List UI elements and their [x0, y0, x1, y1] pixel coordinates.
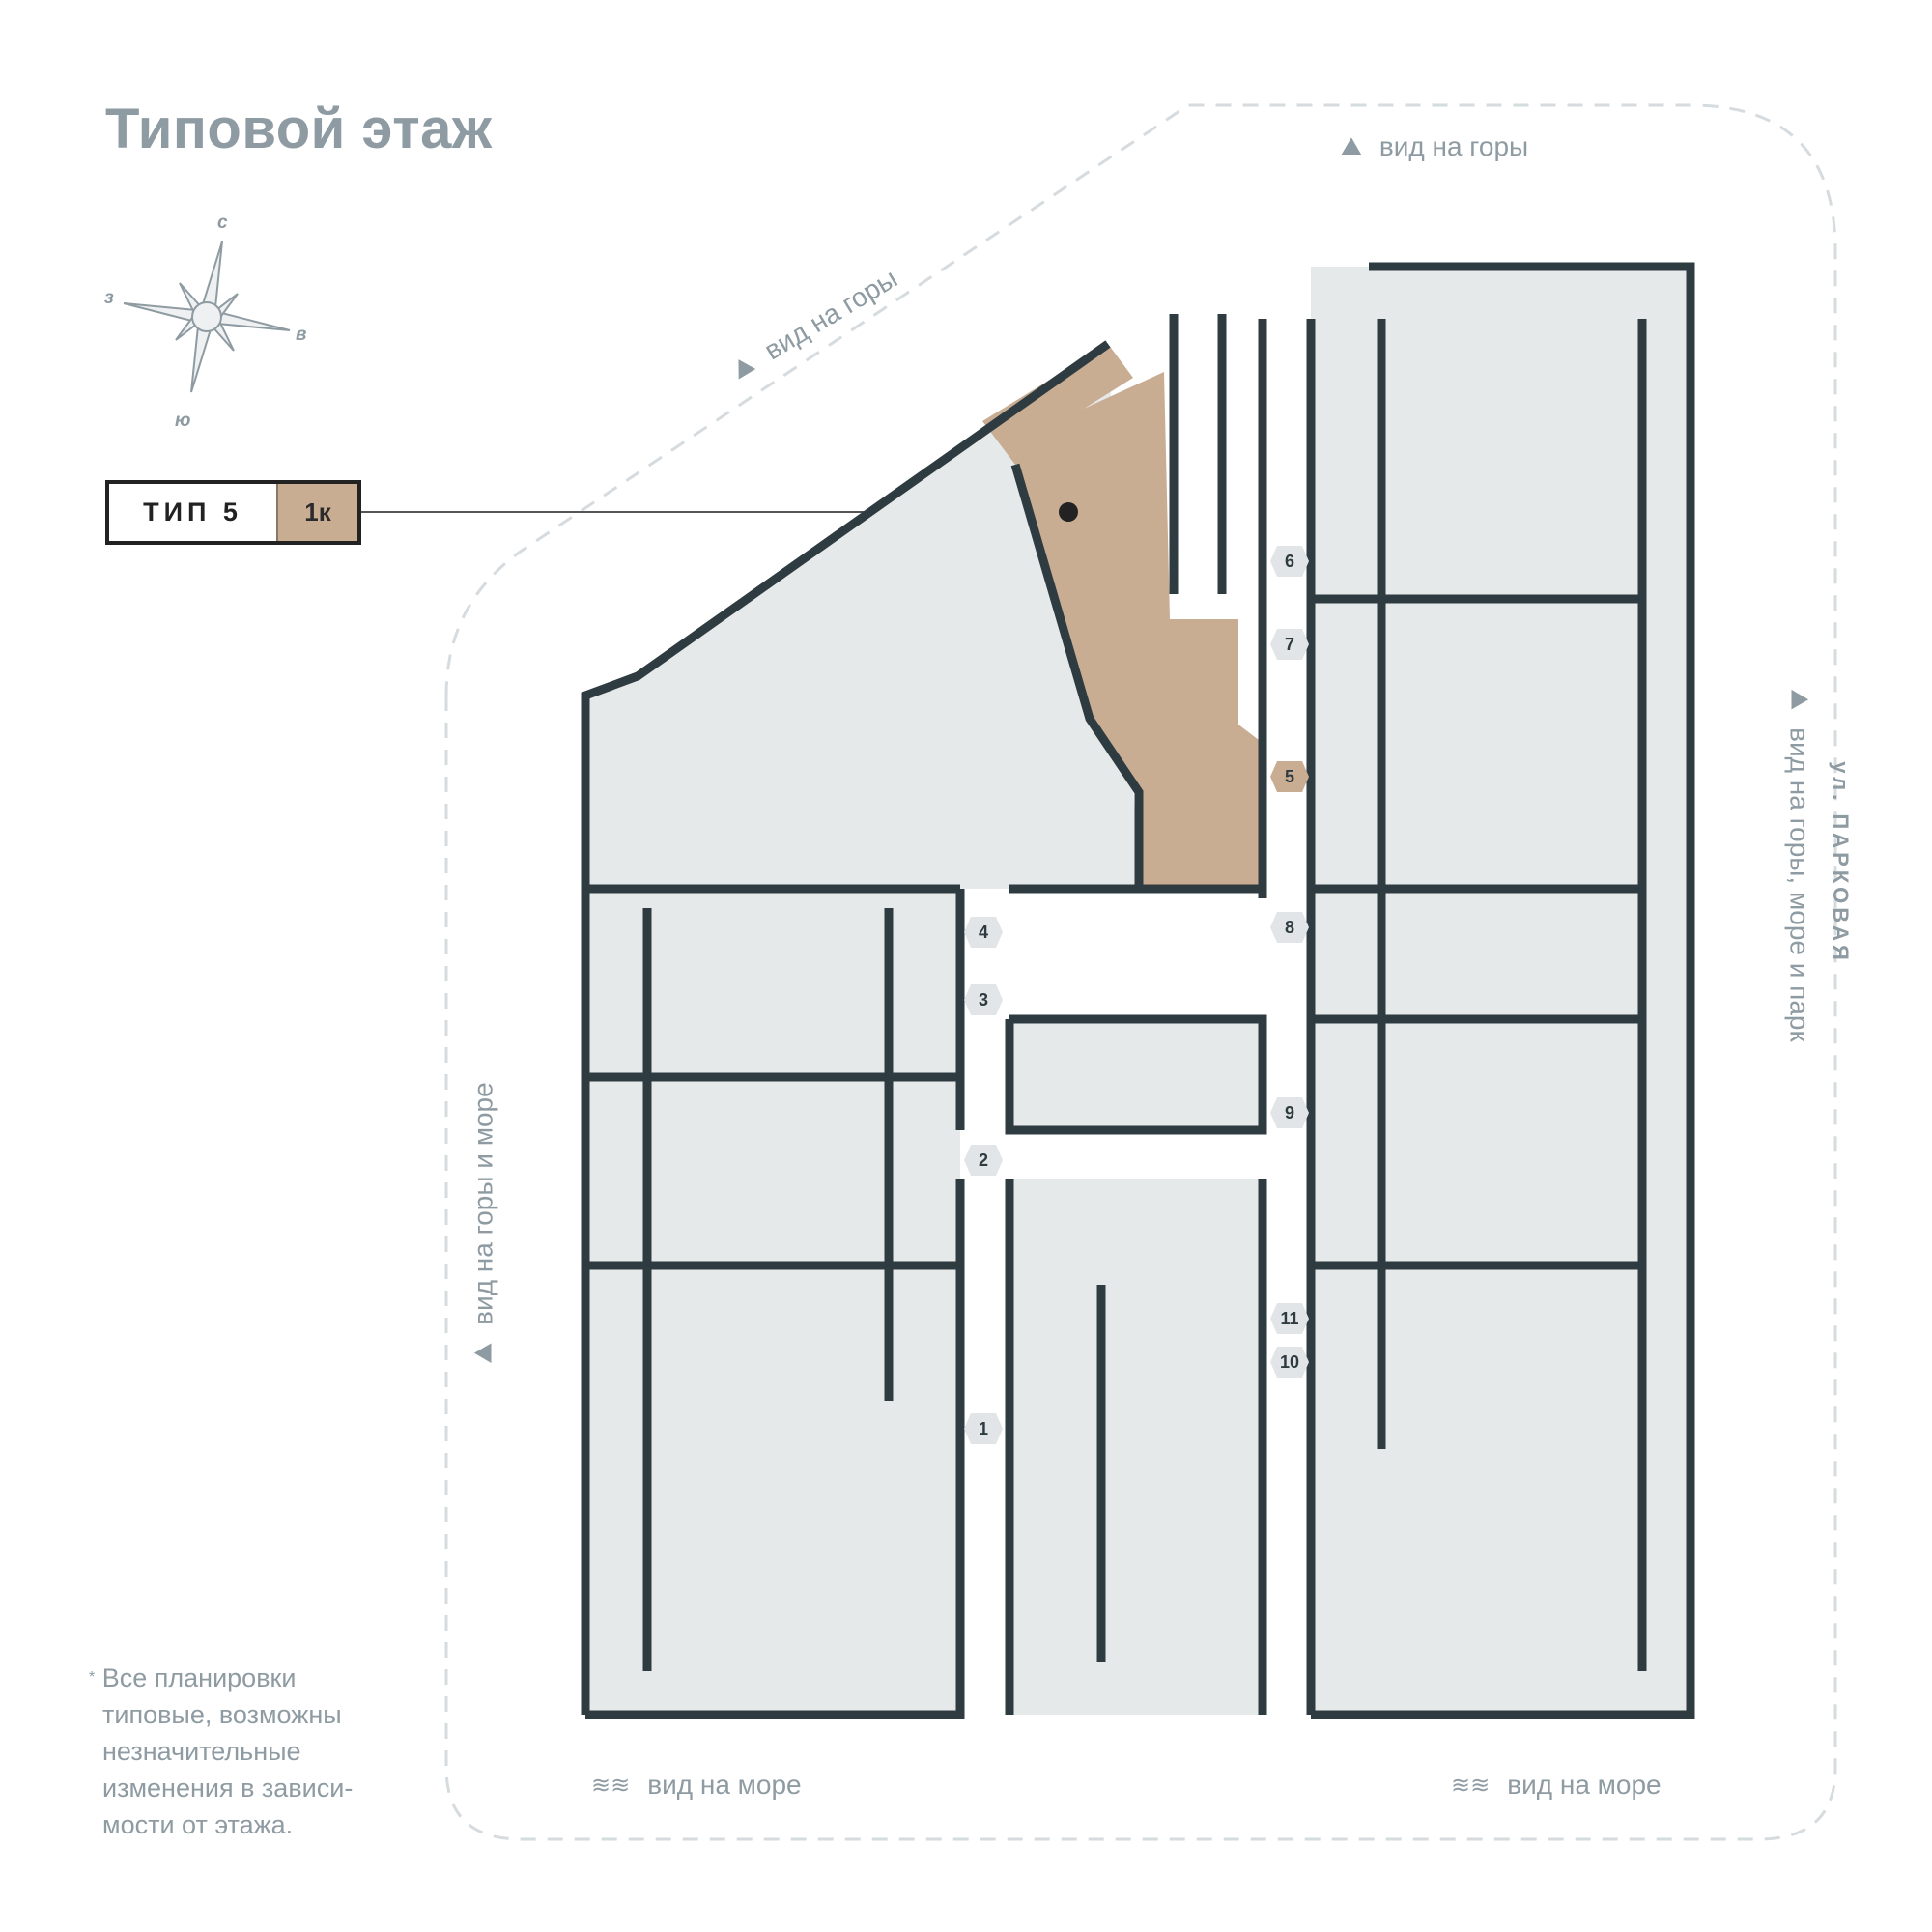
compass-rose-icon: [123, 241, 291, 393]
mountain-icon: ⛰: [468, 1342, 497, 1364]
unit-marker-1[interactable]: 1: [964, 1413, 1003, 1444]
view-text: вид на горы, море и парк: [1784, 727, 1815, 1042]
core-middle: [1009, 1019, 1263, 1130]
walls: [581, 262, 1695, 1719]
unit-marker-10[interactable]: 10: [1270, 1347, 1309, 1378]
unit-number: 1: [979, 1419, 988, 1438]
unit-number: 10: [1280, 1352, 1299, 1372]
unit-markers: 1 2 3 4 5 6 7 8 9 10 11: [964, 546, 1309, 1444]
view-label-top: ⛰ вид на горы: [1341, 131, 1528, 162]
unit-number: 3: [979, 990, 988, 1009]
view-text: вид на море: [647, 1770, 802, 1800]
view-label-right: ⛰ вид на горы, море и парк: [1784, 689, 1815, 1041]
building: [585, 267, 1690, 1715]
unit-marker-8[interactable]: 8: [1270, 912, 1309, 943]
site-boundary: [444, 103, 1837, 1841]
unit-number: 6: [1285, 552, 1294, 571]
unit-marker-11[interactable]: 11: [1270, 1303, 1309, 1334]
apartment-5-highlighted[interactable]: [982, 344, 1263, 889]
footnote: * Все планировки типовые, возможны незна…: [89, 1660, 412, 1843]
street-name: ул. ПАРКОВАЯ: [1828, 761, 1853, 964]
unit-number: 11: [1280, 1309, 1298, 1328]
page-title: Типовой этаж: [105, 98, 493, 160]
unit-marker-6[interactable]: 6: [1270, 546, 1309, 577]
compass-west-label: з: [104, 288, 114, 308]
compass-north-label: с: [217, 213, 228, 233]
apartments-right-block: [1311, 267, 1690, 1715]
unit-marker-4[interactable]: 4: [964, 917, 1003, 948]
view-text: вид на горы: [1378, 131, 1529, 161]
waves-icon: ≋≋: [591, 1772, 631, 1799]
apartment-type-badge[interactable]: ТИП 5 1к: [105, 480, 361, 545]
footnote-text: Все планировки типовые, возможны незначи…: [101, 1663, 354, 1839]
view-label-bottom-left: ≋≋ вид на море: [591, 1770, 802, 1801]
unit-number: 9: [1285, 1103, 1294, 1122]
unit-marker-7[interactable]: 7: [1270, 629, 1309, 660]
unit-number: 4: [979, 923, 988, 942]
waves-icon: ≋≋: [1451, 1772, 1491, 1799]
view-text: вид на горы и море: [468, 1082, 498, 1325]
unit-marker-9[interactable]: 9: [1270, 1097, 1309, 1128]
compass-south-label: ю: [175, 411, 191, 431]
unit-marker-3[interactable]: 3: [964, 984, 1003, 1015]
view-label-left: ⛰ вид на горы и море: [469, 1082, 499, 1363]
unit-number: 7: [1285, 635, 1294, 654]
rooms-label: 1к: [276, 484, 357, 541]
type-label: ТИП 5: [143, 497, 242, 526]
unit-marker-2[interactable]: 2: [964, 1145, 1003, 1176]
mountain-icon: ⛰: [1341, 131, 1362, 160]
unit-number: 2: [979, 1151, 988, 1170]
selected-apartment-marker: [1059, 502, 1078, 522]
unit-number: 5: [1285, 767, 1294, 786]
footnote-marker: *: [89, 1669, 96, 1686]
unit-number: 8: [1285, 918, 1294, 937]
mountain-icon: ⛰: [1785, 689, 1815, 711]
core-lower: [1009, 1179, 1263, 1715]
view-label-bottom-right: ≋≋ вид на море: [1451, 1770, 1662, 1801]
view-text: вид на море: [1507, 1770, 1662, 1800]
compass-east-label: в: [296, 325, 307, 345]
apartments-left-block: [585, 344, 1139, 1715]
unit-marker-5[interactable]: 5: [1270, 761, 1309, 792]
